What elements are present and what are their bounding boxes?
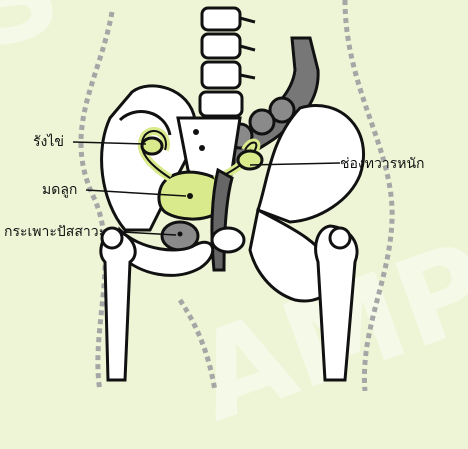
ovary-right bbox=[238, 151, 262, 169]
label-bladder: กระเพาะปัสสาวะ bbox=[4, 224, 106, 240]
label-ovary: รังไข่ bbox=[33, 134, 64, 150]
body-outline-right bbox=[345, 0, 392, 391]
ovary-left bbox=[142, 138, 162, 154]
body-outline-center bbox=[180, 300, 215, 391]
right-femur bbox=[316, 226, 357, 380]
pelvis-anatomy-diagram: S AMPL bbox=[0, 0, 468, 391]
label-uterus: มดลูก bbox=[42, 182, 77, 198]
left-femur bbox=[101, 232, 135, 380]
rectum-shape bbox=[212, 170, 232, 270]
label-rectum: ช่องทวารหนัก bbox=[340, 156, 425, 172]
spine bbox=[200, 8, 255, 116]
